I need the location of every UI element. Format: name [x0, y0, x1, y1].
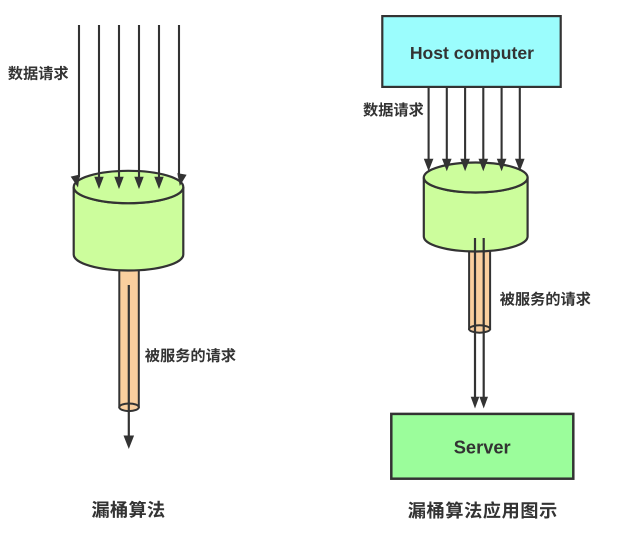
svg-text:Server: Server	[454, 436, 511, 457]
svg-text:Host computer: Host computer	[410, 43, 534, 63]
